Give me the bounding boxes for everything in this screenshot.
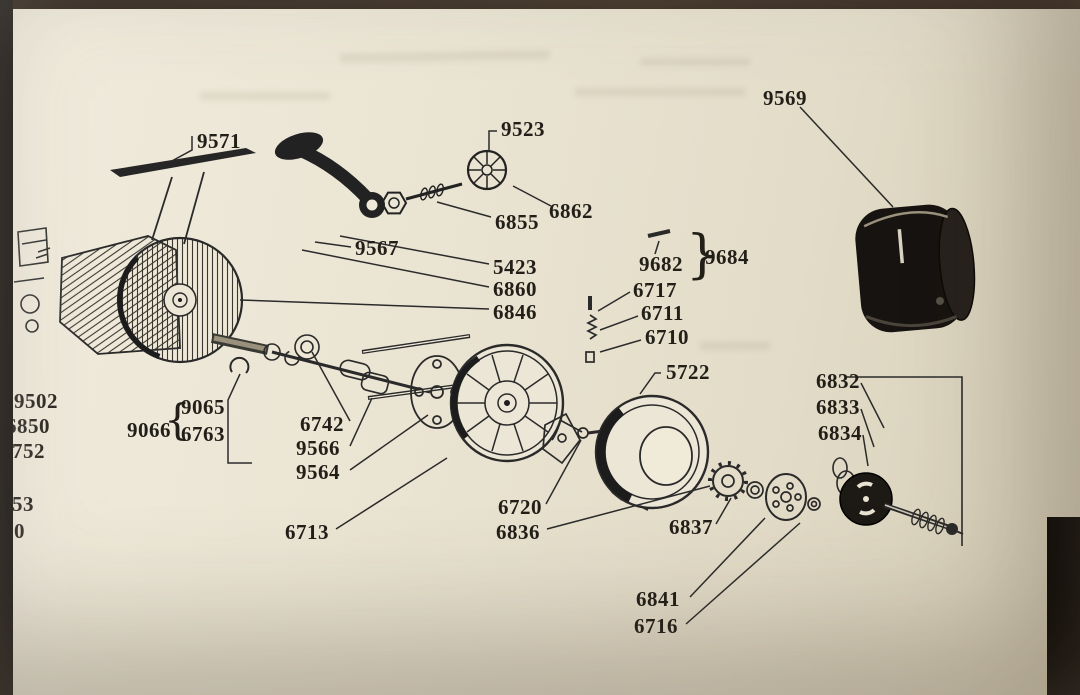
part-label-9569: 9569: [763, 86, 807, 110]
part-label-6763: 6763: [181, 422, 225, 446]
bleed-through-smudge: [700, 342, 770, 350]
leader-lines: [169, 106, 894, 625]
group-bracket-right: [845, 376, 963, 546]
part-label-6742: 6742: [300, 412, 344, 436]
gear-cluster: [708, 461, 821, 521]
photo-edge-left: [0, 0, 13, 695]
drag-assembly: [832, 457, 964, 535]
part-label-6850: 6850: [6, 414, 50, 438]
left-edge-parts: [13, 227, 51, 333]
spool: [449, 343, 565, 463]
part-label-9066: 9066: [127, 418, 171, 442]
part-label-53: 53: [12, 492, 34, 516]
drive-gear: [466, 149, 508, 191]
photo-corner-dark-block: [1047, 517, 1080, 695]
part-label-6710: 6710: [645, 325, 689, 349]
reel-housing-knob: [855, 204, 976, 333]
bleed-through-smudge: [575, 88, 745, 96]
bleed-through-smudge: [640, 58, 750, 66]
part-label-6855: 6855: [495, 210, 539, 234]
drum-housing: [594, 394, 710, 511]
reel-foot-blade: [110, 148, 256, 177]
part-label-6841: 6841: [636, 587, 680, 611]
handle-nut: [380, 191, 408, 215]
part-label-6713: 6713: [285, 520, 329, 544]
part-label-9502: 9502: [14, 389, 58, 413]
part-label-9564: 9564: [296, 460, 340, 484]
part-label-6716: 6716: [634, 614, 678, 638]
part-label-9684: 9684: [705, 245, 749, 269]
group-brace-9066: {: [164, 395, 191, 444]
spring-pin-stack: [585, 229, 671, 363]
part-label-6837: 6837: [669, 515, 713, 539]
part-label-9682: 9682: [639, 252, 683, 276]
part-label-9566: 9566: [296, 436, 340, 460]
part-label-6860: 6860: [493, 277, 537, 301]
part-label-6862: 6862: [549, 199, 593, 223]
handle-assembly: [274, 132, 508, 218]
part-label-6836: 6836: [496, 520, 540, 544]
part-label-6833: 6833: [816, 395, 860, 419]
part-label-9571: 9571: [197, 129, 241, 153]
photo-edge-top: [0, 0, 1080, 9]
part-label-6846: 6846: [493, 300, 537, 324]
part-label-752: 752: [12, 439, 45, 463]
part-label-5722: 5722: [666, 360, 710, 384]
group-brace-9684: }: [686, 225, 719, 285]
part-label-6834: 6834: [818, 421, 862, 445]
part-labels: 9571 9523 6862 6855 9567 5423 6860 6846 …: [6, 86, 862, 638]
part-label-9523: 9523: [501, 117, 545, 141]
part-label-6720: 6720: [498, 495, 542, 519]
part-label-0: 0: [14, 519, 25, 543]
part-label-5423: 5423: [493, 255, 537, 279]
axle-parts: [210, 333, 473, 400]
part-label-6711: 6711: [641, 301, 684, 325]
bleed-through-smudge: [200, 92, 330, 100]
part-label-6832: 6832: [816, 369, 860, 393]
part-label-6717: 6717: [633, 278, 677, 302]
reel-body-group: [59, 148, 256, 364]
part-label-9065: 9065: [181, 395, 225, 419]
part-label-9567: 9567: [355, 236, 399, 260]
